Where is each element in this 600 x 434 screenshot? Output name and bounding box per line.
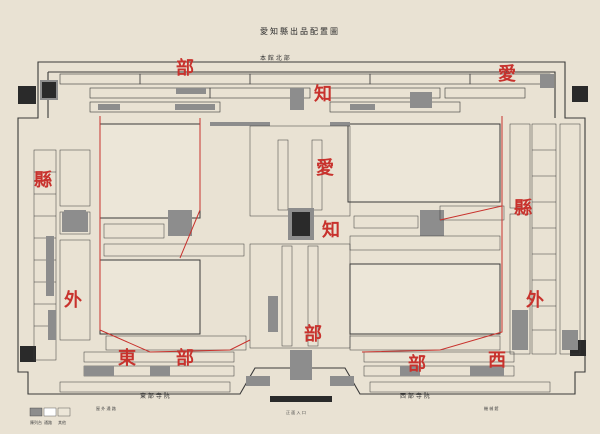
center-corridor (249, 125, 351, 349)
label-outer-left-2: 外 (64, 289, 82, 311)
region-labels: 部 知 愛 愛 知 部 縣 外 東 部 縣 外 西 部 (34, 57, 544, 375)
label-outer-right-3: 西 (488, 350, 506, 371)
hall-labels: 本 館 北 部 東 部 寺 院 西 部 寺 院 正 面 入 口 屋 外 通 路 … (96, 54, 499, 415)
hall-label-bottom-mid: 正 面 入 口 (286, 410, 306, 415)
legend-swatch-3 (57, 407, 71, 417)
courtyards (99, 123, 501, 335)
district-boundaries (99, 116, 503, 353)
top-rows (59, 73, 551, 113)
hall-label-bottom-left: 屋 外 通 路 (96, 405, 116, 411)
center-dark-block (292, 212, 310, 236)
legend-label-2: 通路 (44, 419, 52, 425)
bottom-gray-cells (84, 366, 504, 376)
label-outer-right-4: 部 (408, 353, 426, 375)
hall-label-south-right: 西 部 寺 院 (400, 392, 430, 400)
right-column-cells (509, 123, 581, 355)
label-aichi-center-3: 部 (304, 323, 322, 345)
middle-band-stalls (103, 205, 505, 351)
label-aichi-top-left: 部 (176, 57, 194, 79)
legend: 陳列台 通路 其他 (29, 407, 71, 425)
label-aichi-center-1: 愛 (316, 157, 334, 179)
top-left-dark-block (42, 82, 56, 98)
label-aichi-center-2: 知 (322, 219, 340, 241)
label-outer-left-3: 東 (118, 347, 136, 369)
label-outer-right-2: 外 (526, 289, 544, 311)
map-title: 愛知縣出品配置圖 (260, 26, 340, 36)
hall-label-south-left: 東 部 寺 院 (140, 392, 170, 400)
label-aichi-top-right: 愛 (498, 63, 516, 85)
legend-swatch-2 (43, 407, 57, 417)
label-outer-left-1: 縣 (34, 170, 52, 191)
hall-label-north: 本 館 北 部 (260, 54, 290, 62)
right-gray-cells (512, 310, 578, 350)
hall-label-bottom-right: 機 械 館 (484, 405, 499, 411)
label-outer-left-4: 部 (176, 347, 194, 369)
label-aichi-top-mid: 知 (314, 83, 332, 105)
legend-label-3: 其他 (58, 419, 66, 425)
left-column-cells (33, 149, 91, 361)
legend-swatch-1 (29, 407, 43, 417)
legend-label-1: 陳列台 (30, 419, 42, 425)
label-outer-right-1: 縣 (514, 198, 532, 219)
